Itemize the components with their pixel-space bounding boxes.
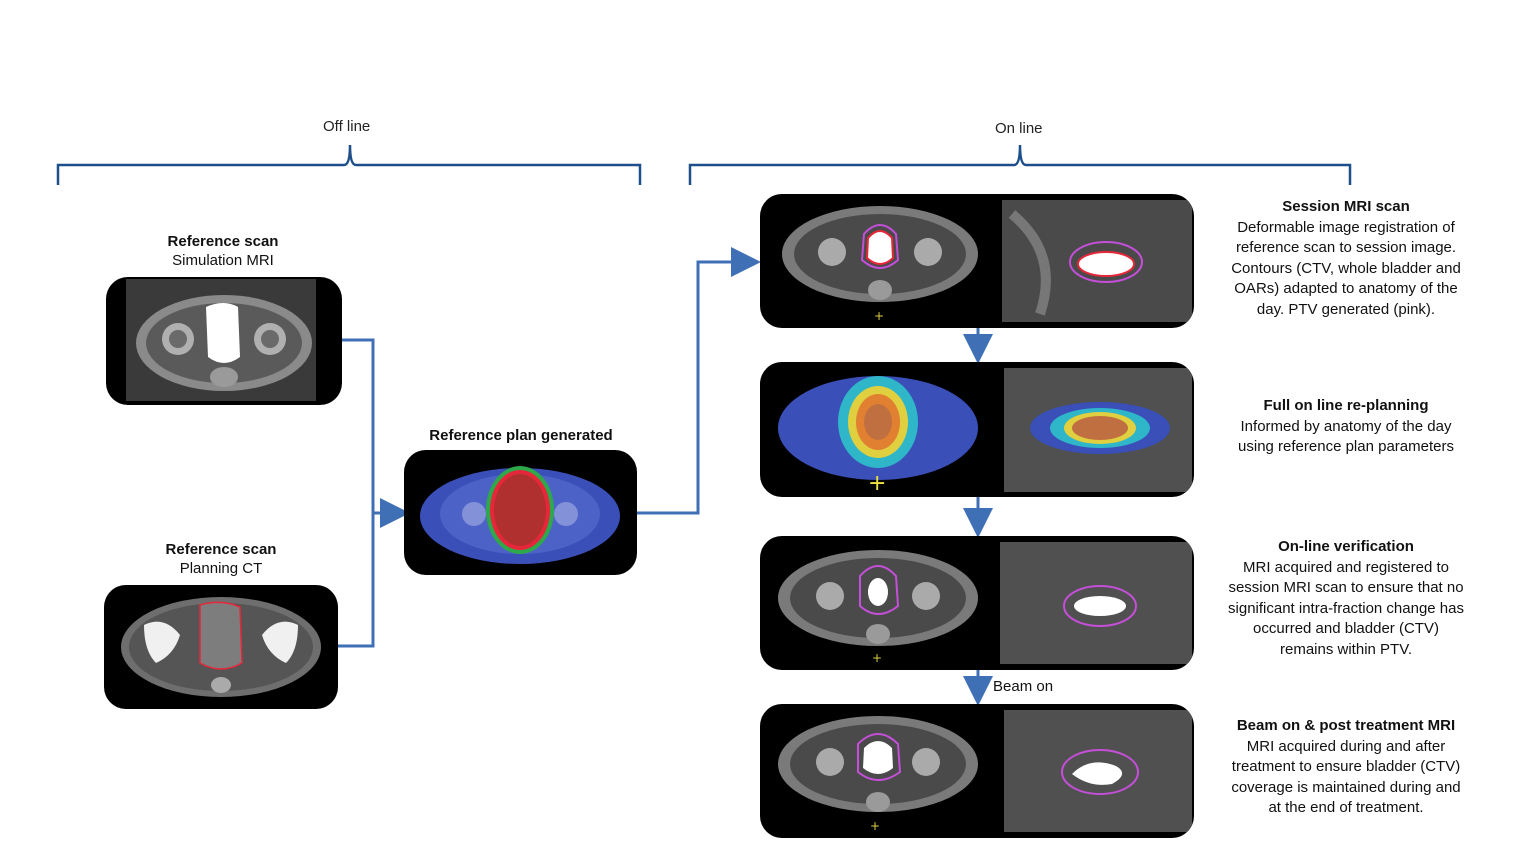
ref-mri-label: Reference scan Simulation MRI (108, 232, 338, 270)
ref-mri-title: Reference scan (167, 233, 279, 250)
online-bracket (688, 144, 1352, 185)
step4-description: Beam on & post treatment MRI MRI acquire… (1201, 716, 1491, 819)
offline-bracket (56, 144, 642, 185)
step3-title: On-line verification (1278, 538, 1414, 555)
step4-body: MRI acquired during and after treatment … (1231, 737, 1461, 817)
step4-title: Beam on & post treatment MRI (1236, 717, 1456, 734)
beam-on-image: + (760, 704, 1194, 838)
step3-description: On-line verification MRI acquired and re… (1201, 537, 1491, 660)
ref-ct-subtitle: Planning CT (179, 560, 263, 577)
svg-text:+: + (868, 471, 886, 496)
verification-image: + (760, 536, 1194, 670)
session-mri-image: + (760, 194, 1194, 328)
plan-label: Reference plan generated (405, 426, 637, 445)
step1-description: Session MRI scan Deformable image regist… (1201, 197, 1491, 320)
step2-description: Full on line re-planning Informed by ana… (1201, 396, 1491, 458)
ref-ct-label: Reference scan Planning CT (106, 540, 336, 578)
step3-body: MRI acquired and registered to session M… (1228, 558, 1464, 658)
svg-text:+: + (874, 309, 884, 323)
replanning-image: + (760, 362, 1194, 497)
reference-plan-image (404, 450, 637, 575)
svg-text:+: + (870, 819, 880, 833)
ct-to-plan-connector (338, 513, 375, 648)
svg-text:+: + (872, 651, 882, 665)
offline-label: Off line (323, 118, 371, 135)
step2-title: Full on line re-planning (1263, 397, 1429, 414)
ref-ct-image (104, 585, 338, 709)
beam-on-label: Beam on (993, 678, 1054, 695)
plan-title: Reference plan generated (429, 427, 613, 444)
step2-body: Informed by anatomy of the day using ref… (1238, 417, 1454, 456)
ref-mri-image (106, 277, 342, 405)
ref-ct-title: Reference scan (165, 541, 277, 558)
plan-to-session-arrow (637, 247, 761, 515)
online-label: On line (995, 120, 1043, 137)
step1-title: Session MRI scan (1282, 198, 1410, 215)
ref-mri-subtitle: Simulation MRI (172, 252, 274, 269)
mri-to-plan-connector (342, 338, 375, 513)
step1-body: Deformable image registration of referen… (1231, 218, 1461, 318)
